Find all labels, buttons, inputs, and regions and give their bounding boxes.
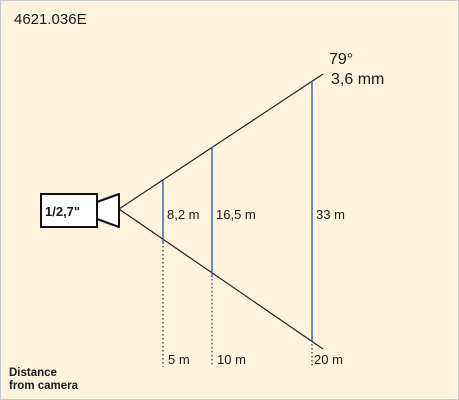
distance-label-5m: 5 m	[168, 352, 190, 367]
fov-upper-edge	[118, 73, 324, 210]
focal-length: 3,6 mm	[331, 71, 385, 88]
distance-label-10m: 10 m	[217, 352, 246, 367]
fov-lower-edge	[118, 208, 324, 350]
camera-icon	[40, 193, 120, 228]
fov-width-20m: 33 m	[316, 207, 345, 222]
distance-caption-line1: Distance	[9, 367, 57, 379]
distance-caption-line2: from camera	[9, 380, 79, 392]
fov-width-10m: 16,5 m	[216, 207, 256, 222]
viewing-angle: 79°	[329, 51, 354, 68]
distance-label-20m: 20 m	[314, 352, 343, 367]
fov-width-5m: 8,2 m	[167, 207, 200, 222]
sensor-size: 1/2,7"	[45, 204, 81, 219]
model-number: 4621.036E	[14, 11, 87, 28]
